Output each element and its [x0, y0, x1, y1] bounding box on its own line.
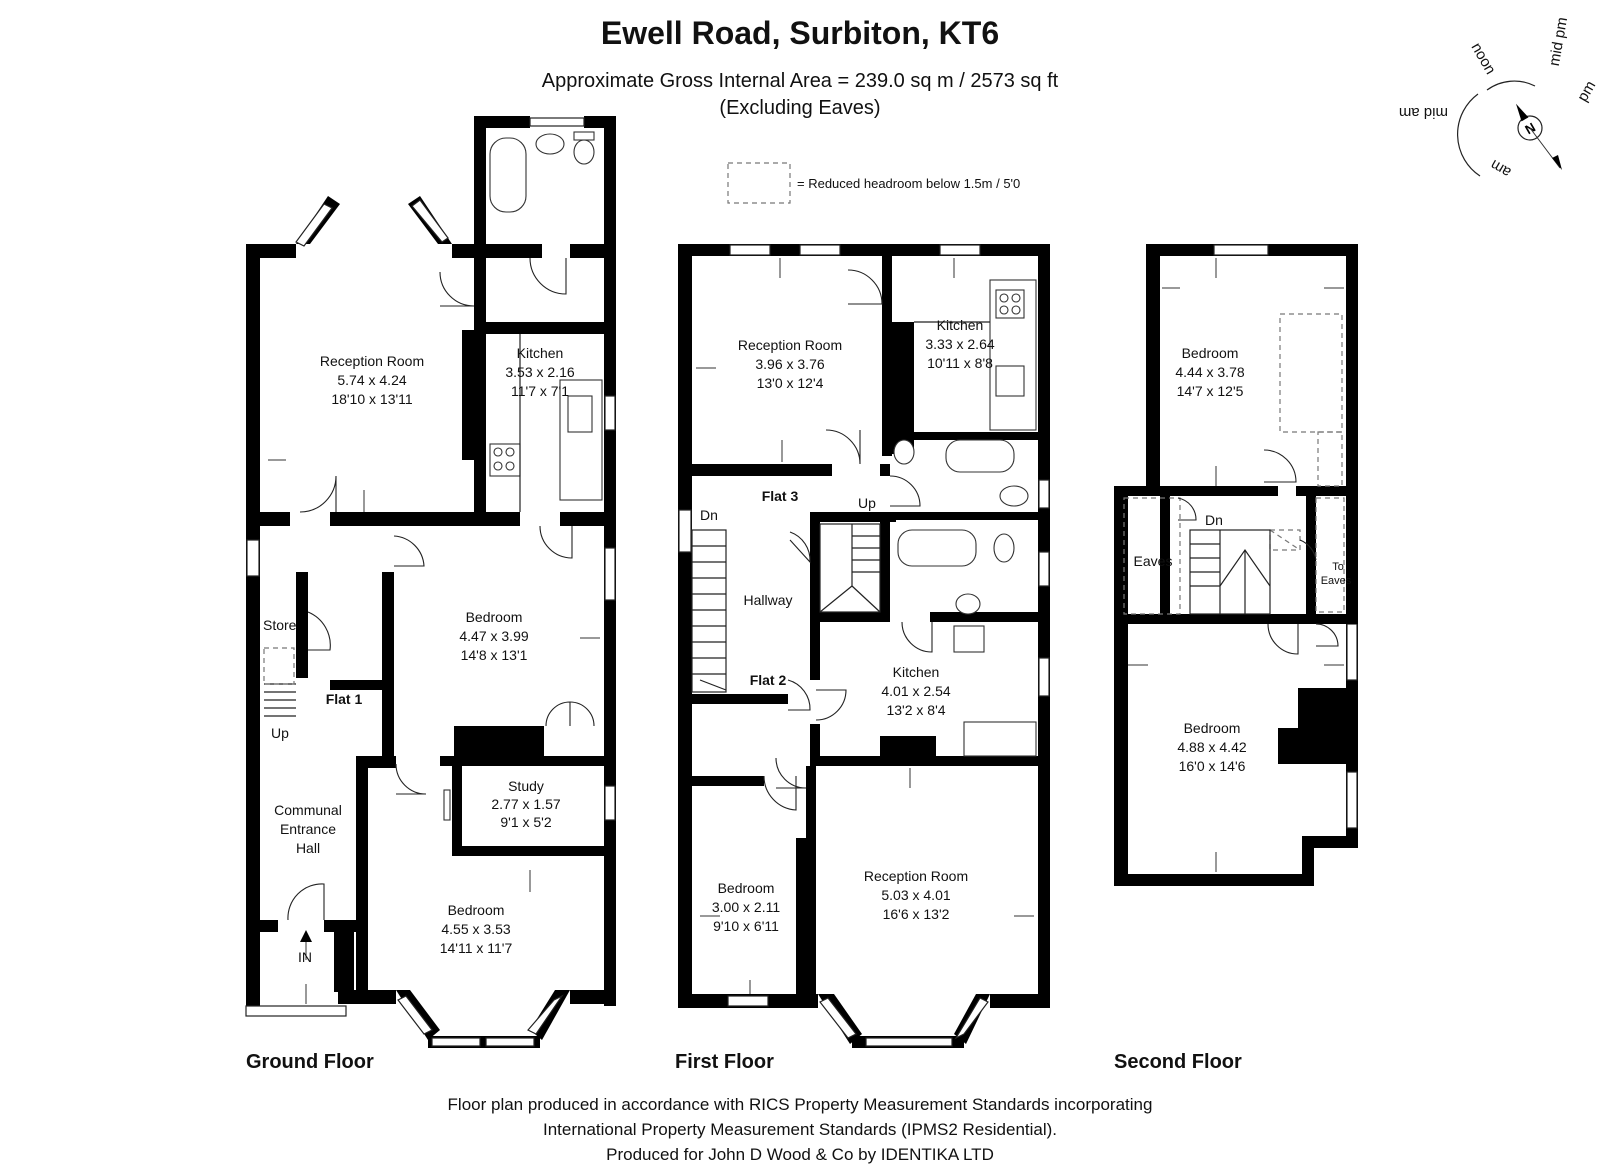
first-stairs-up-label: Up	[858, 495, 876, 511]
first-kitchen-2-name: Kitchen	[893, 664, 940, 680]
ground-stairs-up-label: Up	[271, 725, 289, 741]
first-kitchen-1-name: Kitchen	[937, 317, 984, 333]
ground-bedroom-2-metric: 4.55 x 3.53	[441, 921, 510, 937]
second-bedroom-1-imperial: 14'7 x 12'5	[1177, 383, 1244, 399]
communal-label-line1: Communal	[274, 802, 342, 818]
gross-internal-area: Approximate Gross Internal Area = 239.0 …	[542, 70, 1059, 92]
second-eaves-label: Eaves	[1134, 553, 1173, 569]
ground-bedroom-2-imperial: 14'11 x 11'7	[440, 940, 513, 956]
reduced-headroom-legend: = Reduced headroom below 1.5m / 5'0	[797, 176, 1020, 191]
ground-entrance-in-label: IN	[298, 949, 312, 965]
ground-floor-plan: Reception Room 5.74 x 4.24 18'10 x 13'11…	[245, 116, 616, 1073]
ground-flat-1-label: Flat 1	[326, 691, 363, 707]
ground-kitchen-imperial: 11'7 x 7'1	[511, 383, 569, 399]
first-reception-room-1-name: Reception Room	[738, 337, 842, 353]
second-to-eaves-label-line1: To	[1332, 561, 1344, 573]
first-reception-room-1-metric: 3.96 x 3.76	[755, 356, 824, 372]
compass-label-noon: noon	[1468, 40, 1499, 77]
ground-floor-label: Ground Floor	[246, 1051, 374, 1073]
compass-label-mid-pm: mid pm	[1546, 16, 1571, 67]
ground-reception-room-name: Reception Room	[320, 353, 424, 369]
first-bedroom-imperial: 9'10 x 6'11	[713, 918, 779, 934]
communal-label-line3: Hall	[296, 840, 320, 856]
first-kitchen-2-metric: 4.01 x 2.54	[881, 683, 950, 699]
ground-store-label: Store	[263, 617, 297, 633]
ground-study-name: Study	[508, 778, 544, 794]
second-bedroom-1-metric: 4.44 x 3.78	[1175, 364, 1244, 380]
footer-line-2: International Property Measurement Stand…	[543, 1120, 1057, 1139]
ground-kitchen-name: Kitchen	[517, 345, 564, 361]
reduced-headroom-swatch	[727, 162, 791, 204]
ground-bedroom-2-name: Bedroom	[448, 902, 505, 918]
ground-bedroom-1-name: Bedroom	[466, 609, 523, 625]
ground-reception-room-metric: 5.74 x 4.24	[337, 372, 406, 388]
excluding-eaves-note: (Excluding Eaves)	[719, 97, 880, 119]
ground-bedroom-1-imperial: 14'8 x 13'1	[461, 647, 528, 663]
first-reception-room-2-name: Reception Room	[864, 868, 968, 884]
second-bedroom-1-name: Bedroom	[1182, 345, 1239, 361]
first-bedroom-name: Bedroom	[718, 880, 775, 896]
first-floor-plan: Reception Room 3.96 x 3.76 13'0 x 12'4 K…	[675, 244, 1050, 1073]
second-to-eaves-label-line2: Eaves	[1321, 575, 1352, 587]
first-kitchen-2-imperial: 13'2 x 8'4	[886, 702, 945, 718]
second-floor-plan: Bedroom 4.44 x 3.78 14'7 x 12'5 Bedroom …	[1114, 244, 1358, 1073]
first-floor-label: First Floor	[675, 1051, 774, 1073]
ground-study-imperial: 9'1 x 5'2	[500, 814, 551, 830]
second-bedroom-2-imperial: 16'0 x 14'6	[1179, 758, 1246, 774]
first-reception-room-2-metric: 5.03 x 4.01	[881, 887, 950, 903]
plan-title: Ewell Road, Surbiton, KT6	[601, 15, 999, 51]
footer-line-1: Floor plan produced in accordance with R…	[448, 1095, 1153, 1114]
first-flat-3-label: Flat 3	[762, 488, 799, 504]
first-hallway-label: Hallway	[743, 592, 792, 608]
ground-reception-room-imperial: 18'10 x 13'11	[331, 391, 413, 407]
first-kitchen-1-imperial: 10'11 x 8'8	[927, 355, 993, 371]
first-kitchen-1-metric: 3.33 x 2.64	[925, 336, 994, 352]
ground-study-metric: 2.77 x 1.57	[491, 796, 560, 812]
first-flat-2-label: Flat 2	[750, 672, 787, 688]
compass-label-mid-am: mid am	[1399, 104, 1448, 121]
compass-label-pm: pm	[1574, 78, 1599, 105]
second-bedroom-2-metric: 4.88 x 4.42	[1177, 739, 1246, 755]
compass-north-icon	[1517, 115, 1543, 141]
first-reception-room-1-imperial: 13'0 x 12'4	[757, 375, 824, 391]
compass-rose: N mid am am noon mid pm pm	[1399, 16, 1599, 181]
second-bedroom-2-name: Bedroom	[1184, 720, 1241, 736]
first-stairs-dn-label: Dn	[700, 507, 718, 523]
second-stairs-dn-label: Dn	[1205, 512, 1223, 528]
first-reception-room-2-imperial: 16'6 x 13'2	[883, 906, 950, 922]
compass-label-am: am	[1488, 156, 1515, 181]
first-bedroom-metric: 3.00 x 2.11	[712, 899, 780, 915]
second-floor-label: Second Floor	[1114, 1051, 1242, 1073]
ground-bedroom-1-metric: 4.47 x 3.99	[459, 628, 528, 644]
ground-kitchen-metric: 3.53 x 2.16	[505, 364, 574, 380]
footer-line-3: Produced for John D Wood & Co by IDENTIK…	[606, 1145, 994, 1164]
communal-label-line2: Entrance	[280, 821, 336, 837]
